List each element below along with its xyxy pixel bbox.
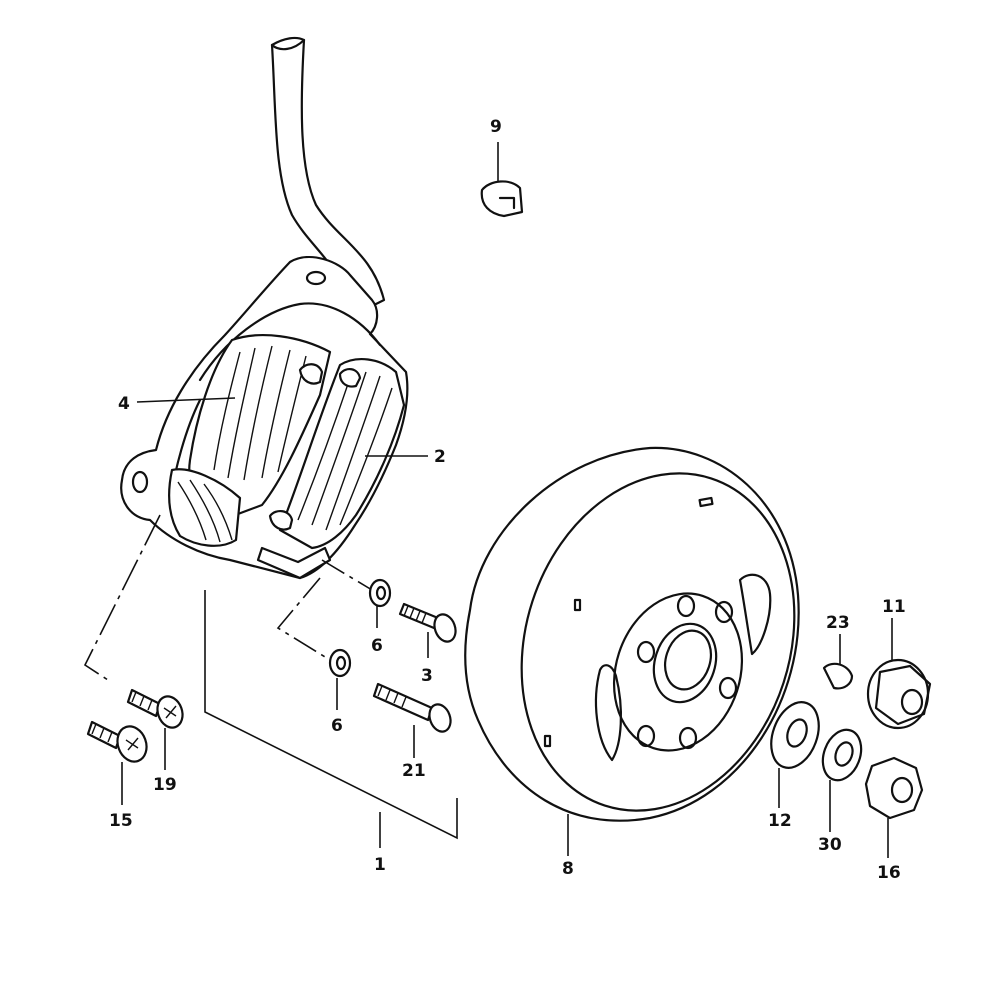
callout-1: 1 [374,855,386,875]
washer-part-lower [328,648,352,678]
washer-part-12 [770,701,820,769]
callout-30: 30 [818,835,842,855]
assembly-leader-lines [83,514,458,848]
callout-16: 16 [877,863,901,883]
callout-labels: 1 2 3 4 6 6 8 9 11 12 15 16 19 21 23 30 [109,117,906,883]
callout-2: 2 [434,447,446,467]
callout-8: 8 [562,859,574,879]
callout-9: 9 [490,117,502,137]
woodruff-key-part [822,662,854,690]
callout-15: 15 [109,811,133,831]
grommet-part [480,180,524,218]
callout-11: 11 [882,597,906,617]
flange-nut-part-11 [866,658,932,730]
screw-part-3 [398,602,457,643]
callout-6-lower: 6 [331,716,343,736]
callout-6-upper: 6 [371,636,383,656]
lock-washer-part-30 [821,728,863,782]
flywheel-rotor [464,446,800,822]
callout-21: 21 [402,761,426,781]
hex-nut-part-16 [864,756,924,820]
screw-part-19 [126,688,184,729]
callout-23: 23 [826,613,850,633]
callout-3: 3 [421,666,433,686]
wire-harness [270,36,386,318]
callout-leaders [121,142,893,858]
washer-part-upper [368,578,392,608]
screw-part-21 [372,682,452,733]
callout-19: 19 [153,775,177,795]
callout-12: 12 [768,811,792,831]
stator-plate-assembly [120,256,409,580]
screw-part-15 [86,720,148,763]
callout-4: 4 [118,394,130,414]
